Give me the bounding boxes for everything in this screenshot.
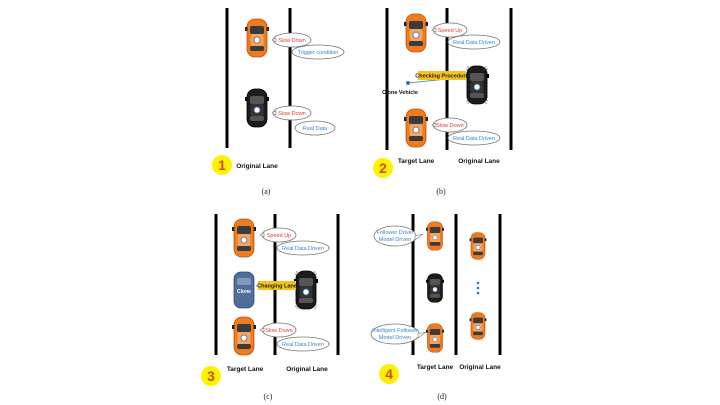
ellipsis-dot (476, 286, 480, 290)
clone-vehicle-label: Clone Vehicle (382, 90, 418, 96)
step-badge (373, 158, 393, 178)
bubble-text: Real Data Driven (282, 342, 324, 348)
step-badge (379, 364, 399, 384)
ellipsis-dot (476, 291, 480, 295)
speech-bubble (447, 130, 501, 146)
orange-car (469, 312, 487, 340)
clone-point (406, 81, 410, 85)
speech-bubble (370, 323, 420, 345)
panel-caption: (b) (436, 187, 446, 196)
orange-car (425, 221, 445, 251)
orange-car (403, 13, 429, 53)
status-label-box (418, 71, 466, 80)
bubble-text: Model Driven (379, 335, 411, 341)
clone-label: Clone (237, 289, 251, 295)
speech-bubble (373, 225, 417, 247)
bubble-text: Slow Down (265, 328, 293, 334)
orange-car (403, 108, 429, 148)
bubble-text: Trigger condition (298, 50, 339, 56)
status-label-box (258, 281, 296, 290)
speech-bubble (276, 240, 330, 256)
bubble-text: Slow Down (278, 38, 306, 44)
lane-label: Original Lane (236, 163, 278, 170)
bubble-text: Slow Down (278, 111, 306, 117)
orange-car (231, 218, 257, 258)
orange-car (425, 323, 445, 353)
black-car (425, 273, 445, 303)
bubble-text: Follower Driver (377, 230, 414, 236)
orange-car (469, 232, 487, 260)
bubble-text: Slow Down (436, 123, 464, 129)
bubble-text: Speed Up (438, 28, 462, 34)
black-car (464, 65, 490, 105)
panel-d: Follower Driver Model Driven Intelligent… (370, 214, 502, 401)
lane-label: Target Lane (398, 158, 435, 165)
step-number: 3 (207, 368, 215, 384)
bubble-text: Model Driven (379, 237, 411, 243)
panel-c: Clone Changing Lane Speed Up Real Data D… (201, 214, 340, 401)
black-car (244, 88, 270, 128)
speech-bubble (276, 336, 330, 352)
panel-caption: (a) (262, 187, 271, 196)
bubble-text: Real Data Driven (282, 246, 324, 252)
speech-bubble (294, 120, 336, 136)
bubble-text: Real Data (303, 126, 328, 132)
lane-label: Original Lane (459, 364, 501, 371)
bubble-text: Intelligent Follower (372, 328, 418, 334)
step-badge (201, 366, 221, 386)
orange-car (231, 316, 257, 356)
lane-label: Original Lane (458, 158, 500, 165)
orange-car (244, 18, 270, 58)
step-number: 2 (379, 160, 387, 176)
panel-caption: (c) (264, 392, 273, 401)
speech-bubble (291, 44, 345, 60)
bubble-text: Speed Up (267, 233, 291, 239)
changing-label: Changing Lane (257, 284, 297, 290)
checking-label: Checking Procedure (415, 74, 469, 80)
lane-label: Target Lane (417, 364, 454, 371)
lane-label: Target Lane (227, 366, 264, 373)
panel-b: Speed Up Real Data Driven Checking Proce… (373, 8, 513, 196)
step-number: 4 (385, 366, 393, 382)
panel-a: Slow Down Trigger condition Slow Down Re… (212, 8, 345, 196)
bubble-text: Real Data Driven (453, 136, 495, 142)
panel-caption: (d) (437, 392, 447, 401)
ellipsis-dot (476, 281, 480, 285)
black-car (293, 270, 319, 310)
bubble-text: Real Data Driven (453, 40, 495, 46)
speech-bubble (447, 34, 501, 50)
lane-label: Original Lane (286, 366, 328, 373)
step-number: 1 (218, 157, 226, 173)
step-badge (212, 155, 232, 175)
